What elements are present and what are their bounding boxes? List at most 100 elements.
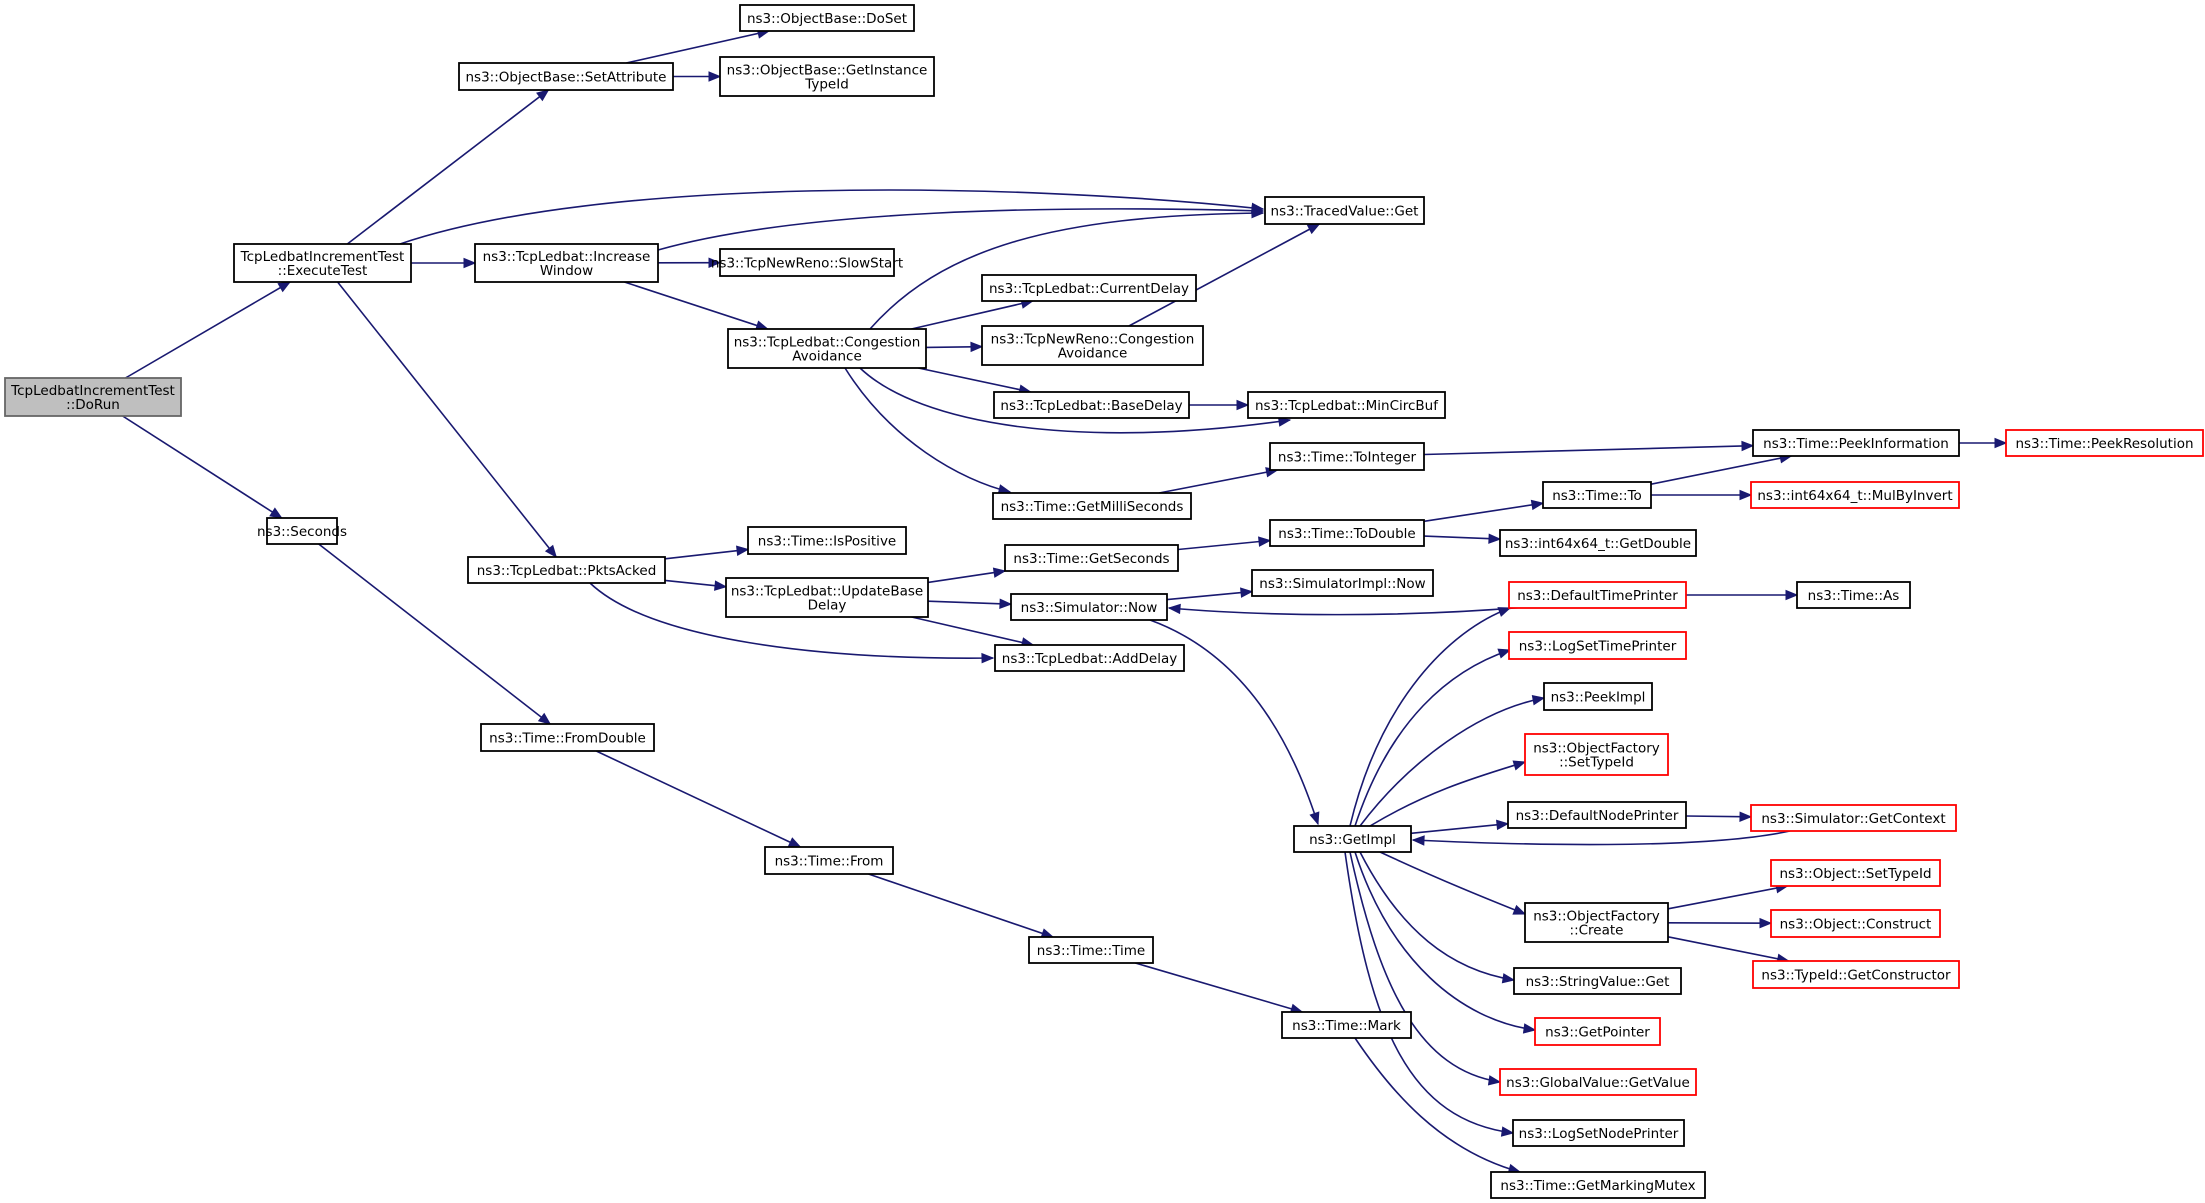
node-mincircbuf[interactable]: ns3::TcpLedbat::MinCircBuf bbox=[1247, 391, 1446, 419]
node-stringvalueget[interactable]: ns3::StringValue::Get bbox=[1513, 967, 1682, 995]
arrowhead-icon bbox=[1496, 819, 1510, 831]
arrowhead-icon bbox=[1240, 587, 1254, 598]
node-box bbox=[1512, 1119, 1685, 1147]
edge-dorun-to-seconds bbox=[122, 415, 283, 519]
node-defaulttimeprinter[interactable]: ns3::DefaultTimePrinter bbox=[1508, 581, 1687, 609]
node-fromdouble[interactable]: ns3::Time::FromDouble bbox=[480, 723, 655, 752]
edge-line bbox=[868, 873, 1054, 938]
node-seconds[interactable]: ns3::Seconds bbox=[257, 517, 347, 545]
node-getcontext[interactable]: ns3::Simulator::GetContext bbox=[1750, 804, 1957, 832]
edge-line bbox=[918, 367, 1031, 393]
node-todouble[interactable]: ns3::Time::ToDouble bbox=[1269, 519, 1425, 547]
node-box bbox=[1264, 196, 1425, 225]
node-setattribute[interactable]: ns3::ObjectBase::SetAttribute bbox=[458, 62, 674, 91]
node-label: ns3::Time::To bbox=[1552, 488, 1642, 504]
node-label: ns3::TcpNewReno::Congestion bbox=[991, 331, 1195, 347]
node-pktsacked[interactable]: ns3::TcpLedbat::PktsAcked bbox=[467, 556, 666, 584]
node-box bbox=[1269, 519, 1425, 547]
node-timemark[interactable]: ns3::Time::Mark bbox=[1281, 1011, 1412, 1039]
node-objectsettypeid[interactable]: ns3::Object::SetTypeId bbox=[1770, 859, 1941, 887]
edge-getimpl-to-defaulttimeprinter bbox=[1349, 607, 1512, 827]
node-executetest[interactable]: TcpLedbatIncrementTest::ExecuteTest bbox=[233, 243, 412, 283]
node-simulatornow[interactable]: ns3::Simulator::Now bbox=[1010, 593, 1168, 621]
node-box bbox=[994, 644, 1185, 672]
node-box bbox=[233, 243, 412, 283]
arrowhead-icon bbox=[1497, 607, 1512, 617]
edge-setattribute-to-getinstancetypeid bbox=[673, 71, 722, 82]
node-factorysettypeid[interactable]: ns3::ObjectFactory::SetTypeId bbox=[1524, 733, 1669, 776]
node-label: ns3::TypeId::GetConstructor bbox=[1761, 967, 1951, 983]
node-logsettimeprinter[interactable]: ns3::LogSetTimePrinter bbox=[1508, 631, 1687, 660]
node-timefrom[interactable]: ns3::Time::From bbox=[764, 846, 894, 875]
node-box bbox=[1524, 733, 1669, 776]
node-tracedget[interactable]: ns3::TracedValue::Get bbox=[1264, 196, 1425, 225]
node-peekresolution[interactable]: ns3::Time::PeekResolution bbox=[2005, 429, 2204, 457]
arrowhead-icon bbox=[1501, 973, 1516, 984]
node-objectconstruct[interactable]: ns3::Object::Construct bbox=[1770, 909, 1941, 938]
node-label: ::DoRun bbox=[66, 397, 120, 413]
node-peekimpl[interactable]: ns3::PeekImpl bbox=[1543, 682, 1653, 711]
node-label: ns3::TracedValue::Get bbox=[1271, 203, 1419, 219]
node-getconstructor[interactable]: ns3::TypeId::GetConstructor bbox=[1752, 960, 1960, 989]
edge-todouble-to-getdouble bbox=[1423, 533, 1502, 544]
node-slowstart[interactable]: ns3::TcpNewReno::SlowStart bbox=[711, 248, 903, 277]
node-timetime[interactable]: ns3::Time::Time bbox=[1028, 936, 1154, 964]
node-adddelay[interactable]: ns3::TcpLedbat::AddDelay bbox=[994, 644, 1185, 672]
node-box bbox=[993, 391, 1190, 419]
arrowhead-icon bbox=[1759, 917, 1773, 929]
node-doset[interactable]: ns3::ObjectBase::DoSet bbox=[739, 4, 915, 32]
node-label: ns3::TcpLedbat::Congestion bbox=[734, 334, 921, 350]
node-basedelay[interactable]: ns3::TcpLedbat::BaseDelay bbox=[993, 391, 1190, 419]
node-box bbox=[1010, 593, 1168, 621]
node-globalvaluegetvalue[interactable]: ns3::GlobalValue::GetValue bbox=[1499, 1068, 1697, 1096]
edge-line bbox=[1354, 851, 1536, 1031]
node-getmilliseconds[interactable]: ns3::Time::GetMilliSeconds bbox=[992, 492, 1192, 520]
node-label: ns3::TcpLedbat::AddDelay bbox=[1002, 651, 1177, 667]
node-box bbox=[1752, 429, 1960, 457]
node-simimplnow[interactable]: ns3::SimulatorImpl::Now bbox=[1251, 569, 1434, 597]
edge-ledbatcongestion-to-basedelay bbox=[918, 367, 1032, 395]
node-box bbox=[2005, 429, 2204, 457]
node-peekinformation[interactable]: ns3::Time::PeekInformation bbox=[1752, 429, 1960, 457]
node-tointeger[interactable]: ns3::Time::ToInteger bbox=[1269, 442, 1425, 471]
node-dorun[interactable]: TcpLedbatIncrementTest::DoRun bbox=[4, 377, 182, 417]
node-box bbox=[1752, 960, 1960, 989]
node-label: ::ExecuteTest bbox=[278, 263, 368, 279]
node-factorycreate[interactable]: ns3::ObjectFactory::Create bbox=[1524, 902, 1669, 943]
node-timeto[interactable]: ns3::Time::To bbox=[1542, 481, 1652, 509]
node-box bbox=[1534, 1017, 1661, 1046]
node-currentdelay[interactable]: ns3::TcpLedbat::CurrentDelay bbox=[981, 274, 1197, 302]
arrowhead-icon bbox=[714, 580, 728, 591]
node-timeas[interactable]: ns3::Time::As bbox=[1796, 581, 1911, 609]
node-box bbox=[1543, 682, 1653, 711]
node-label: ns3::ObjectFactory bbox=[1533, 740, 1660, 756]
node-label: ns3::Object::Construct bbox=[1780, 916, 1932, 932]
node-getseconds[interactable]: ns3::Time::GetSeconds bbox=[1004, 544, 1179, 572]
node-label: ns3::Time::ToDouble bbox=[1278, 526, 1415, 542]
arrowhead-icon bbox=[1741, 440, 1755, 452]
node-getdouble[interactable]: ns3::int64x64_t::GetDouble bbox=[1499, 529, 1697, 557]
edge-line bbox=[1149, 619, 1319, 825]
arrowhead-icon bbox=[277, 281, 292, 293]
node-label: TcpLedbatIncrementTest bbox=[10, 383, 175, 399]
edge-getmilliseconds-to-tointeger bbox=[1158, 467, 1279, 494]
edge-line bbox=[399, 189, 1264, 245]
node-defaultnodeprinter[interactable]: ns3::DefaultNodePrinter bbox=[1507, 801, 1687, 829]
node-logsetnodeprinter[interactable]: ns3::LogSetNodePrinter bbox=[1512, 1119, 1685, 1147]
node-ispositive[interactable]: ns3::Time::IsPositive bbox=[747, 526, 907, 555]
arrowhead-icon bbox=[1785, 589, 1799, 601]
node-label: ns3::TcpLedbat::UpdateBase bbox=[731, 583, 923, 599]
node-getmarkingmutex[interactable]: ns3::Time::GetMarkingMutex bbox=[1490, 1171, 1706, 1199]
node-getimpl[interactable]: ns3::GetImpl bbox=[1293, 825, 1412, 853]
node-getpointer[interactable]: ns3::GetPointer bbox=[1534, 1017, 1661, 1046]
arrowhead-icon bbox=[1500, 1126, 1515, 1137]
edge-increasewindow-to-slowstart bbox=[657, 257, 722, 268]
node-box bbox=[1247, 391, 1446, 419]
node-label: ns3::ObjectBase::GetInstance bbox=[727, 62, 928, 78]
node-mulbyinvert[interactable]: ns3::int64x64_t::MulByInvert bbox=[1750, 481, 1960, 509]
